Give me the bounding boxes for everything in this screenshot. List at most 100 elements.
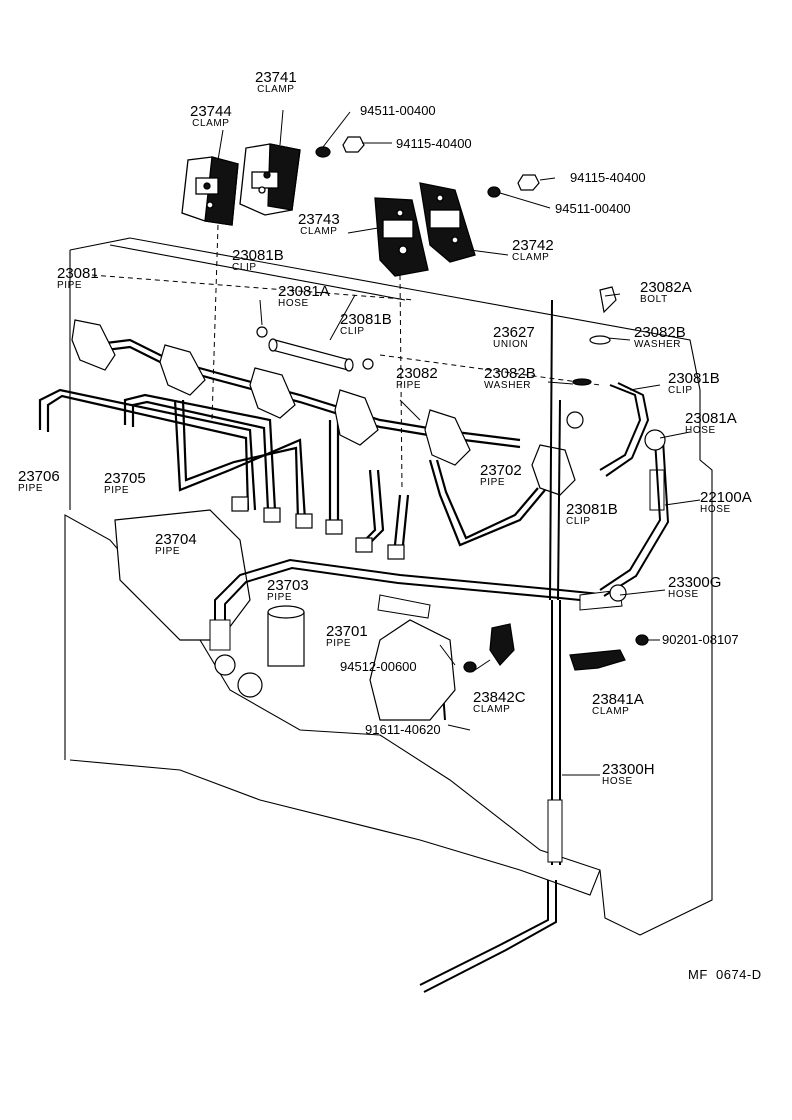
callout-23081A-a: 23081A HOSE bbox=[278, 284, 330, 309]
part-name: HOSE bbox=[278, 298, 309, 309]
part-number: 23704 bbox=[155, 531, 197, 548]
clamp-23742 bbox=[419, 182, 476, 263]
part-number: 23081B bbox=[668, 370, 720, 387]
callout-94511-00400-a: 94511-00400 bbox=[360, 104, 436, 117]
part-number: 23081B bbox=[232, 247, 284, 264]
part-number: 23627 bbox=[493, 324, 535, 341]
part-number: 22100A bbox=[700, 489, 752, 506]
callout-23081: 23081 PIPE bbox=[57, 266, 99, 291]
leader-lines bbox=[217, 109, 701, 776]
callout-23081A-b: 23081A HOSE bbox=[685, 411, 737, 436]
clamp-23841A bbox=[569, 649, 626, 671]
part-number: 94512-00600 bbox=[340, 659, 417, 674]
callout-91611-40620: 91611-40620 bbox=[365, 723, 441, 736]
part-name: PIPE bbox=[18, 483, 44, 494]
dashed-leaders bbox=[91, 224, 601, 491]
callout-23081B-b: 23081B CLIP bbox=[340, 312, 392, 337]
callout-23300H: 23300H HOSE bbox=[602, 762, 655, 787]
part-name: PIPE bbox=[396, 380, 422, 391]
part-number: 23082B bbox=[634, 324, 686, 341]
part-number: 23706 bbox=[18, 468, 60, 485]
part-name: CLIP bbox=[668, 385, 693, 396]
part-name: WASHER bbox=[484, 380, 532, 391]
callout-23704: 23704 PIPE bbox=[155, 532, 197, 557]
part-number: 23701 bbox=[326, 623, 368, 640]
callout-23300G: 23300G HOSE bbox=[668, 575, 721, 600]
pipe-fittings bbox=[231, 496, 405, 560]
clamp-23743 bbox=[374, 197, 429, 277]
part-number: 23081 bbox=[57, 265, 99, 282]
callout-23081B-c: 23081B CLIP bbox=[668, 371, 720, 396]
hose-hatching bbox=[209, 469, 665, 863]
part-number: 23703 bbox=[267, 577, 309, 594]
clamp-23741 bbox=[239, 143, 301, 216]
clamp-23744 bbox=[181, 156, 239, 226]
part-number: 90201-08107 bbox=[662, 632, 739, 647]
part-name: BOLT bbox=[640, 294, 668, 305]
part-number: 23081A bbox=[685, 410, 737, 427]
part-number: 23705 bbox=[104, 470, 146, 487]
part-name: CLAMP bbox=[257, 84, 295, 95]
clamp-23842C bbox=[489, 623, 515, 666]
callout-23841A: 23841A CLAMP bbox=[592, 692, 644, 717]
callout-23703: 23703 PIPE bbox=[267, 578, 309, 603]
injection-pipes bbox=[38, 338, 546, 547]
callout-23082A: 23082A BOLT bbox=[640, 280, 692, 305]
part-number: 94115-40400 bbox=[396, 136, 472, 151]
part-name: UNION bbox=[493, 339, 529, 350]
part-number: 23082B bbox=[484, 365, 536, 382]
callout-23627: 23627 UNION bbox=[493, 325, 535, 350]
injectors bbox=[71, 319, 576, 496]
part-name: PIPE bbox=[480, 477, 506, 488]
banjo-fittings bbox=[214, 411, 666, 676]
part-name: CLIP bbox=[566, 516, 591, 527]
callout-94512-00600: 94512-00600 bbox=[340, 660, 417, 673]
part-name: WASHER bbox=[634, 339, 682, 350]
callout-23701: 23701 PIPE bbox=[326, 624, 368, 649]
callout-23744: 23744 CLAMP bbox=[190, 104, 232, 129]
part-name: PIPE bbox=[104, 485, 130, 496]
part-name: CLIP bbox=[232, 262, 257, 273]
overflow-hose bbox=[599, 382, 670, 597]
reference-code: MF 0674-D bbox=[688, 967, 762, 982]
part-number: 94511-00400 bbox=[555, 201, 631, 216]
part-number: 94115-40400 bbox=[570, 170, 646, 185]
callout-23842C: 23842C CLAMP bbox=[473, 690, 526, 715]
part-name: HOSE bbox=[668, 589, 699, 600]
callout-22100A: 22100A HOSE bbox=[700, 490, 752, 515]
part-number: 23081B bbox=[566, 501, 618, 518]
part-name: CLAMP bbox=[192, 118, 230, 129]
part-name: PIPE bbox=[155, 546, 181, 557]
part-name: PIPE bbox=[326, 638, 352, 649]
callout-23081B-d: 23081B CLIP bbox=[566, 502, 618, 527]
part-number: 94511-00400 bbox=[360, 103, 436, 118]
part-number: 23081A bbox=[278, 283, 330, 300]
pump-filter bbox=[114, 509, 456, 721]
part-number: 23744 bbox=[190, 103, 232, 120]
part-name: CLAMP bbox=[512, 252, 550, 263]
callout-23742: 23742 CLAMP bbox=[512, 238, 554, 263]
callout-23082B-b: 23082B WASHER bbox=[484, 366, 536, 391]
part-number: 23702 bbox=[480, 462, 522, 479]
callout-94115-40400-b: 94115-40400 bbox=[570, 171, 646, 184]
part-name: HOSE bbox=[685, 425, 716, 436]
part-name: CLAMP bbox=[473, 704, 511, 715]
callout-94115-40400-a: 94115-40400 bbox=[396, 137, 472, 150]
part-name: HOSE bbox=[602, 776, 633, 787]
part-number: 23841A bbox=[592, 691, 644, 708]
callout-23743: 23743 CLAMP bbox=[298, 212, 340, 237]
callout-94511-00400-b: 94511-00400 bbox=[555, 202, 631, 215]
part-name: PIPE bbox=[57, 280, 83, 291]
callout-23741: 23741 CLAMP bbox=[255, 70, 297, 95]
part-name: CLIP bbox=[340, 326, 365, 337]
callout-23082: 23082 PIPE bbox=[396, 366, 438, 391]
part-number: 23742 bbox=[512, 237, 554, 254]
part-name: PIPE bbox=[267, 592, 293, 603]
part-name: CLAMP bbox=[300, 226, 338, 237]
part-number: 23743 bbox=[298, 211, 340, 228]
part-number: 23082A bbox=[640, 279, 692, 296]
callout-23081B-a: 23081B CLIP bbox=[232, 248, 284, 273]
callout-23705: 23705 PIPE bbox=[104, 471, 146, 496]
